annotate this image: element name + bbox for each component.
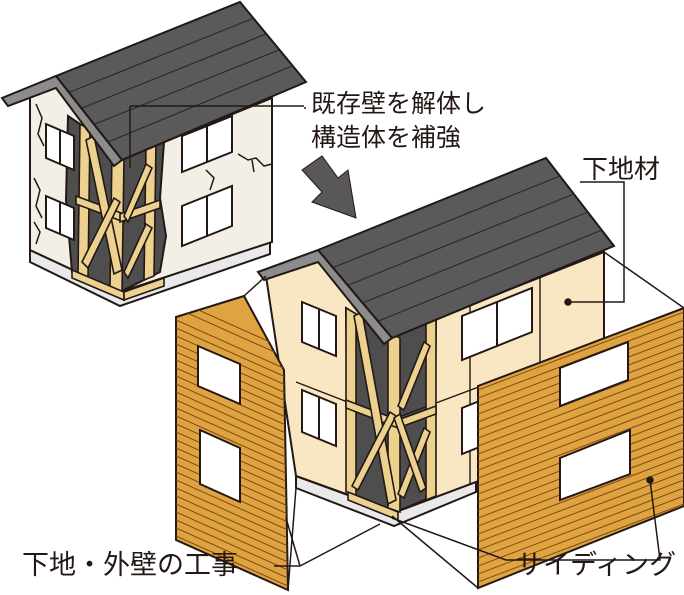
label-existing-wall-line1: 既存壁を解体し [311, 89, 487, 118]
old-house [0, 0, 308, 308]
old-house-windows [45, 114, 233, 248]
left-panel-window-lower [199, 428, 241, 504]
new-house-roof [256, 156, 616, 346]
leader-base-material [568, 181, 625, 303]
label-siding: サイディング [516, 550, 677, 581]
label-base-exterior-work: 下地・外壁の工事 [22, 550, 238, 581]
new-house-timber-frame [345, 306, 437, 522]
right-siding-panel [477, 306, 684, 590]
leader-lines [129, 105, 684, 591]
label-existing-wall-line2: 構造体を補強 [311, 123, 462, 152]
right-panel-window-upper [559, 340, 629, 408]
left-panel-window-upper [197, 344, 241, 406]
label-existing-wall: 既存壁を解体し 構造体を補強 [311, 87, 486, 155]
old-house-roof [0, 0, 308, 168]
right-panel-window-lower [559, 428, 631, 502]
down-right-arrow-icon [301, 155, 357, 219]
left-siding-panel [175, 294, 290, 592]
label-base-material: 下地材 [582, 155, 661, 185]
leader-siding [391, 479, 661, 561]
old-house-cracks [33, 103, 273, 245]
